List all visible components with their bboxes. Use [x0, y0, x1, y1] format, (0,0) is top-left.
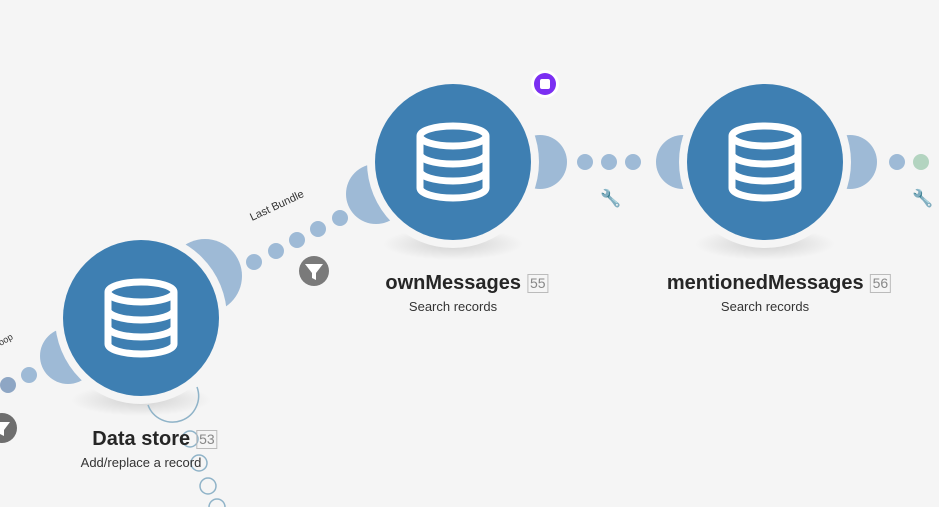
connector-dot: [21, 367, 37, 383]
node-subtitle: Add/replace a record: [80, 455, 202, 470]
filter-icon[interactable]: [299, 256, 329, 286]
loop-connector: [147, 386, 226, 507]
node-mentioned-messages[interactable]: [679, 76, 851, 248]
module-id: 55: [527, 274, 549, 293]
wrench-icon[interactable]: 🔧: [600, 188, 621, 208]
connector-dot: [0, 377, 16, 393]
note-icon[interactable]: [531, 70, 559, 98]
node-own-messages[interactable]: [367, 76, 539, 248]
module-id: 53: [196, 430, 218, 449]
wrench-icon[interactable]: 🔧: [912, 188, 933, 208]
filter-icon[interactable]: [0, 413, 17, 443]
node-subtitle: Search records: [720, 299, 810, 314]
node-subtitle: Search records: [408, 299, 498, 314]
module-id: 56: [869, 274, 892, 293]
node-data-store[interactable]: [55, 232, 227, 404]
